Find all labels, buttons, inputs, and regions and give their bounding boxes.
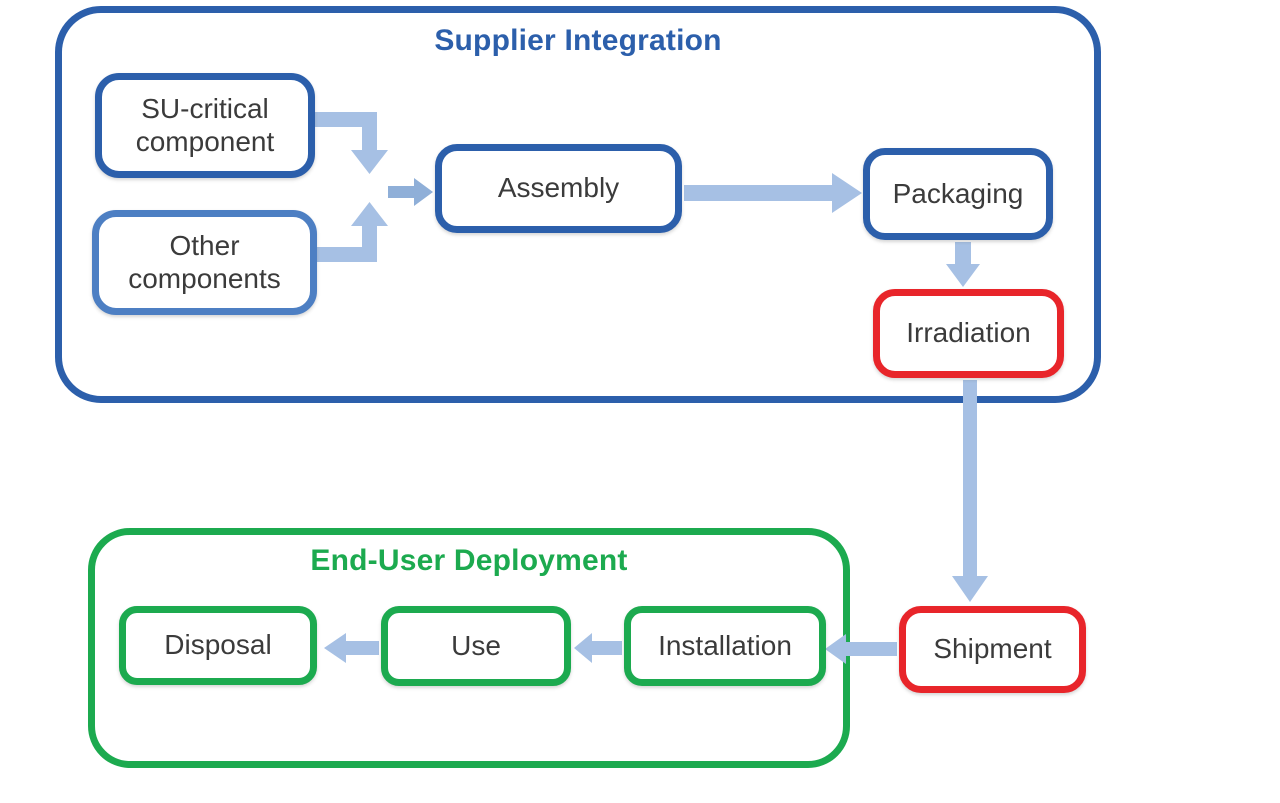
node-disposal: Disposal xyxy=(119,606,317,685)
node-use: Use xyxy=(381,606,571,686)
node-packaging-label: Packaging xyxy=(892,177,1024,209)
node-shipment-label: Shipment xyxy=(933,633,1052,665)
supplier-integration-group xyxy=(55,6,1101,403)
node-irradiation: Irradiation xyxy=(873,289,1064,378)
node-irradiation-label: Irradiation xyxy=(906,317,1031,349)
supplier-integration-title: Supplier Integration xyxy=(434,24,722,57)
arrow-irradiation-to-shipment xyxy=(952,380,988,602)
node-other-components-label: Other components xyxy=(128,230,281,294)
node-disposal-label: Disposal xyxy=(164,629,272,661)
end-user-deployment-title: End-User Deployment xyxy=(310,544,628,577)
node-assembly: Assembly xyxy=(435,144,682,233)
node-other-components: Other components xyxy=(92,210,317,315)
node-installation-label: Installation xyxy=(658,629,792,661)
node-su-critical-component-label: SU-critical component xyxy=(135,93,275,157)
node-installation: Installation xyxy=(624,606,826,686)
node-su-critical-component: SU-critical component xyxy=(95,73,315,178)
node-use-label: Use xyxy=(451,629,501,661)
node-shipment: Shipment xyxy=(899,606,1086,693)
node-packaging: Packaging xyxy=(863,148,1053,240)
node-assembly-label: Assembly xyxy=(497,172,620,204)
